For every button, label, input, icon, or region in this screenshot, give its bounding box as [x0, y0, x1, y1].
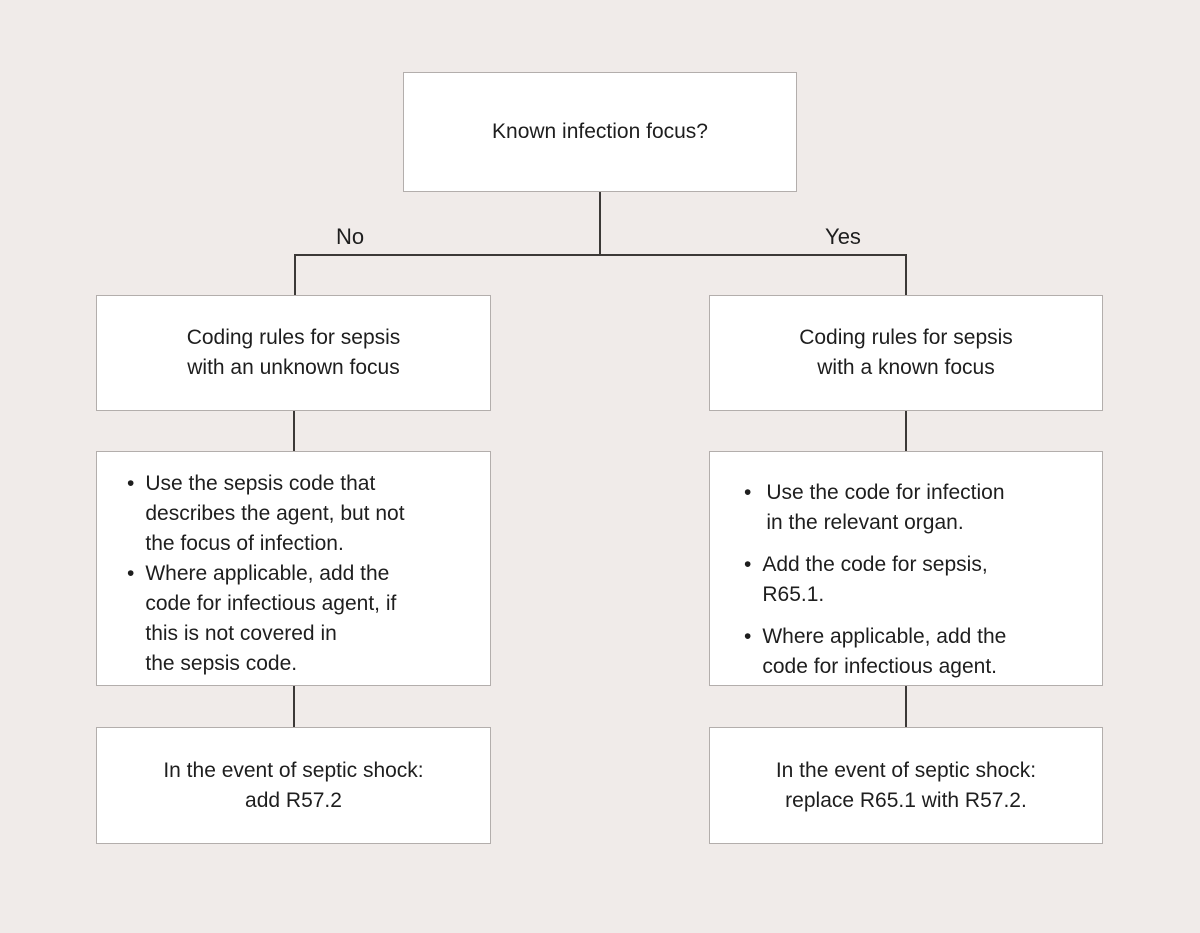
connector-left-rules-to-shock	[293, 685, 295, 728]
known-focus-rule-list: • Use the code for infection in the rele…	[744, 478, 1078, 682]
unknown-focus-title-text: Coding rules for sepsis with an unknown …	[186, 326, 401, 379]
rule-item: • Use the code for infection in the rele…	[744, 478, 1078, 538]
connector-branch-horizontal	[294, 254, 907, 256]
bullet-marker: •	[744, 553, 752, 576]
rule-text: Add the code for sepsis, R65.1.	[762, 553, 988, 606]
rule-text: Use the sepsis code that describes the a…	[145, 472, 405, 555]
connector-right-title-to-rules	[905, 410, 907, 452]
connector-right-rules-to-shock	[905, 685, 907, 728]
connector-yes-drop	[905, 254, 907, 296]
bullet-marker: •	[744, 481, 752, 504]
connector-left-title-to-rules	[293, 410, 295, 452]
rule-item: • Where applicable, add the code for inf…	[744, 622, 1078, 682]
root-question-text: Known infection focus?	[492, 120, 708, 143]
rule-item: • Where applicable, add the code for inf…	[127, 559, 466, 679]
node-unknown-focus-rules: • Use the sepsis code that describes the…	[96, 451, 491, 686]
known-focus-title-text: Coding rules for sepsis with a known foc…	[799, 326, 1013, 379]
node-unknown-focus-title: Coding rules for sepsis with an unknown …	[96, 295, 491, 411]
node-known-focus-title: Coding rules for sepsis with a known foc…	[709, 295, 1103, 411]
rule-text: Where applicable, add the code for infec…	[145, 562, 397, 675]
edge-label-yes: Yes	[825, 224, 861, 249]
rule-item: • Use the sepsis code that describes the…	[127, 469, 466, 559]
node-known-focus-septic-shock: In the event of septic shock: replace R6…	[709, 727, 1103, 844]
connector-no-drop	[294, 254, 296, 296]
bullet-marker: •	[127, 472, 135, 495]
rule-text: Where applicable, add the code for infec…	[762, 625, 1007, 678]
bullet-marker: •	[127, 562, 135, 585]
edge-label-no: No	[335, 224, 365, 249]
node-unknown-focus-septic-shock: In the event of septic shock: add R57.2	[96, 727, 491, 844]
connector-root-stem	[599, 192, 601, 256]
bullet-marker: •	[744, 625, 752, 648]
known-focus-septic-shock-text: In the event of septic shock: replace R6…	[775, 758, 1037, 812]
rule-text: Use the code for infection in the releva…	[766, 481, 1005, 534]
node-known-focus-rules: • Use the code for infection in the rele…	[709, 451, 1103, 686]
unknown-focus-septic-shock-text: In the event of septic shock: add R57.2	[163, 758, 424, 812]
node-root-question: Known infection focus?	[403, 72, 797, 192]
rule-item: • Add the code for sepsis, R65.1.	[744, 550, 1078, 610]
unknown-focus-rule-list: • Use the sepsis code that describes the…	[127, 469, 466, 679]
